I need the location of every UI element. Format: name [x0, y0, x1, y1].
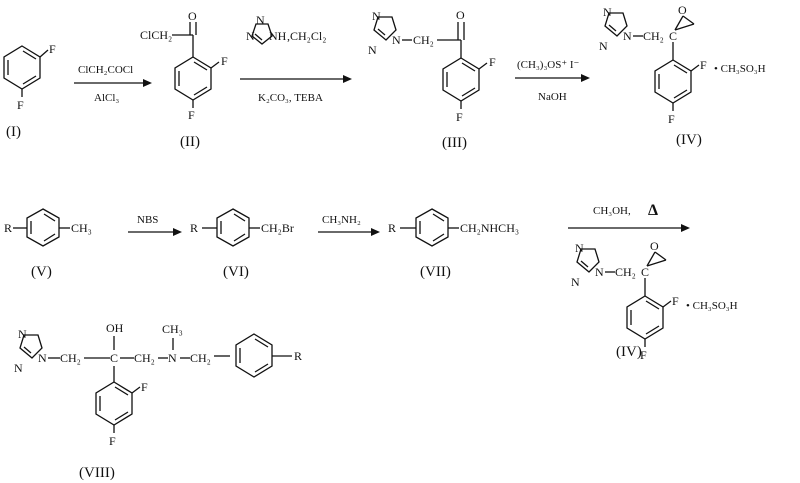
epoxide-oxygen: O	[650, 239, 659, 253]
fluorine-atom: F	[221, 54, 228, 68]
quaternary-carbon: C	[110, 351, 118, 365]
reagent-label: ClCH₂COCl	[78, 64, 133, 76]
reaction-arrow-5: CH₃NH₂	[318, 214, 380, 236]
triazole-nitrogen: N	[14, 361, 23, 375]
triazole-nitrogen: N	[38, 351, 47, 365]
catalyst-label: AlCl₃	[94, 92, 119, 104]
compound-label-i: (I)	[6, 124, 21, 140]
mesylate-salt: • CH₃SO₃H	[686, 300, 738, 312]
compound-iii: N N N CH₂ O F F (III)	[368, 8, 496, 151]
fluorine-atom: F	[456, 110, 463, 124]
substituent-r: R	[190, 221, 198, 235]
compound-label-iii: (III)	[442, 135, 467, 151]
fluorine-atom: F	[640, 348, 647, 362]
compound-vi: R CH₂Br (VI)	[190, 208, 294, 280]
base-catalyst-label: K₂CO₃, TEBA	[258, 92, 323, 104]
compound-vii: R CH₂NHCH₃ (VII)	[388, 208, 519, 280]
methyl-group: CH₃	[71, 221, 92, 235]
fluorine-atom: F	[17, 98, 24, 112]
methylene-group: CH₂	[60, 351, 81, 365]
compound-label-iv: (IV)	[676, 132, 702, 148]
compound-i: F F (I)	[3, 42, 56, 140]
compound-v: R CH₃ (V)	[4, 208, 92, 280]
triazole-nitrogen: N	[18, 327, 27, 341]
compound-iv: N N N CH₂ C O F F • CH₃SO₃H (IV)	[599, 3, 766, 148]
compound-label-iv: (IV)	[616, 344, 642, 360]
methylene-group: CH₂	[134, 351, 155, 365]
triazole-nitrogen: N	[599, 39, 608, 53]
triazole-nitrogen: N	[623, 29, 632, 43]
substituent-r: R	[294, 349, 302, 363]
oxygen-atom: O	[188, 9, 197, 23]
compound-label-v: (V)	[31, 264, 52, 280]
fluorine-atom: F	[141, 380, 148, 394]
bromomethyl-group: CH₂Br	[261, 221, 294, 235]
triazole-nitrogen: N	[368, 43, 377, 57]
reagent-solvent: ,CH₂Cl₂	[287, 29, 326, 43]
triazole-nitrogen: N	[246, 29, 255, 43]
solvent-label: CH₃OH,	[593, 205, 631, 217]
base-label: NaOH	[538, 91, 567, 103]
triazole-nitrogen: N	[603, 5, 612, 19]
amine-nitrogen: N	[168, 351, 177, 365]
hydroxyl-group: OH	[106, 321, 124, 335]
compound-label-viii: (VIII)	[79, 465, 115, 481]
methylene-group: CH₂	[413, 33, 434, 47]
triazole-nitrogen: N	[571, 275, 580, 289]
methylene-group: CH₂	[643, 29, 664, 43]
reaction-arrow-2: N N NH ,CH₂Cl₂ K₂CO₃, TEBA	[240, 13, 352, 104]
reaction-arrow-4: NBS	[128, 214, 182, 236]
compound-ii: O ClCH₂ F F (II)	[140, 9, 228, 150]
triazole-nitrogen: N	[372, 9, 381, 23]
fluorine-atom: F	[49, 42, 56, 56]
compound-label-vii: (VII)	[420, 264, 451, 280]
oxygen-atom: O	[456, 8, 465, 22]
heat-delta-symbol: Δ	[648, 202, 658, 219]
methylene-group: CH₂	[615, 265, 636, 279]
compound-viii: N N N CH₂ C OH CH₂ N CH₃ CH₂ R F F (VIII…	[14, 321, 302, 481]
fluorine-atom: F	[188, 108, 195, 122]
compound-label-vi: (VI)	[223, 264, 249, 280]
methylaminomethyl-group: CH₂NHCH₃	[460, 221, 519, 235]
reaction-arrow-1: ClCH₂COCl AlCl₃	[74, 64, 152, 104]
quaternary-carbon: C	[669, 29, 677, 43]
reaction-arrow-6: CH₃OH, Δ	[568, 202, 690, 232]
chloromethyl-group: ClCH₂	[140, 28, 172, 42]
n-methyl-group: CH₃	[162, 322, 183, 336]
compound-label-ii: (II)	[180, 134, 200, 150]
fluorine-atom: F	[489, 55, 496, 69]
triazole-nitrogen: N	[575, 241, 584, 255]
substituent-r: R	[4, 221, 12, 235]
triazole-nitrogen: N	[256, 13, 265, 27]
methylene-group: CH₂	[190, 351, 211, 365]
reaction-arrow-3: (CH₃)₃OS⁺ I⁻ NaOH	[515, 59, 590, 103]
mesylate-salt: • CH₃SO₃H	[714, 63, 766, 75]
triazole-nitrogen: N	[392, 33, 401, 47]
compound-iv-reagent: N N N CH₂ C O F F • CH₃SO₃H (IV)	[571, 239, 738, 362]
ylide-reagent-label: (CH₃)₃OS⁺ I⁻	[517, 59, 580, 71]
triazole-nitrogen: N	[595, 265, 604, 279]
reagent-label: NBS	[137, 214, 158, 226]
epoxide-oxygen: O	[678, 3, 687, 17]
fluorine-atom: F	[700, 58, 707, 72]
triazole-nh: NH	[269, 29, 287, 43]
substituent-r: R	[388, 221, 396, 235]
fluorine-atom: F	[109, 434, 116, 448]
fluorine-atom: F	[672, 294, 679, 308]
quaternary-carbon: C	[641, 265, 649, 279]
reagent-label: CH₃NH₂	[322, 214, 361, 226]
fluorine-atom: F	[668, 112, 675, 126]
